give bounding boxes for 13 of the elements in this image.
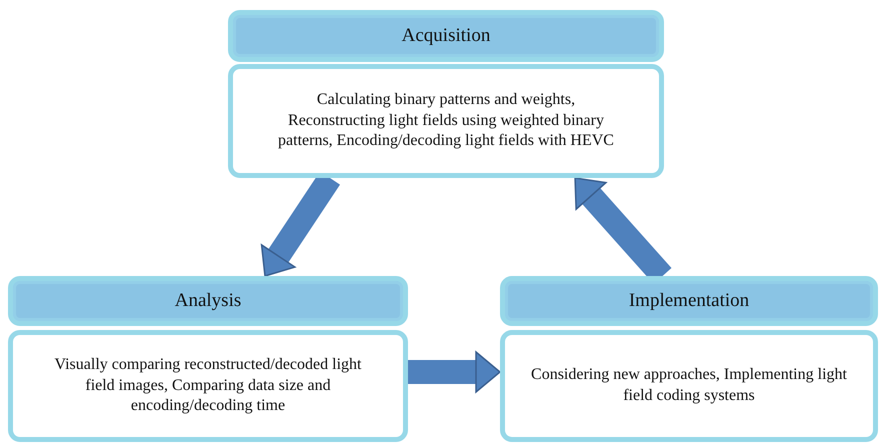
heading-text: Analysis [174,290,242,312]
description-text: Considering new approaches, Implementing light field coding systems [530,365,848,406]
heading-text: Implementation [628,290,750,312]
process-box [500,330,878,442]
process-box [8,330,408,442]
header-box [8,276,408,326]
description-text: Calculating binary patterns and weights, Reconstructing light fields using weighted binary patterns, Encoding/decoding light fields with HEVC [277,90,615,152]
block-arrow [408,351,501,393]
description-text: Visually comparing reconstructed/decoded light field images, Comparing data size and encoding/decoding time [54,354,362,416]
header-box [228,10,664,62]
header-box [500,276,878,326]
heading-text: Acquisition [402,25,490,47]
process-box [228,64,664,178]
